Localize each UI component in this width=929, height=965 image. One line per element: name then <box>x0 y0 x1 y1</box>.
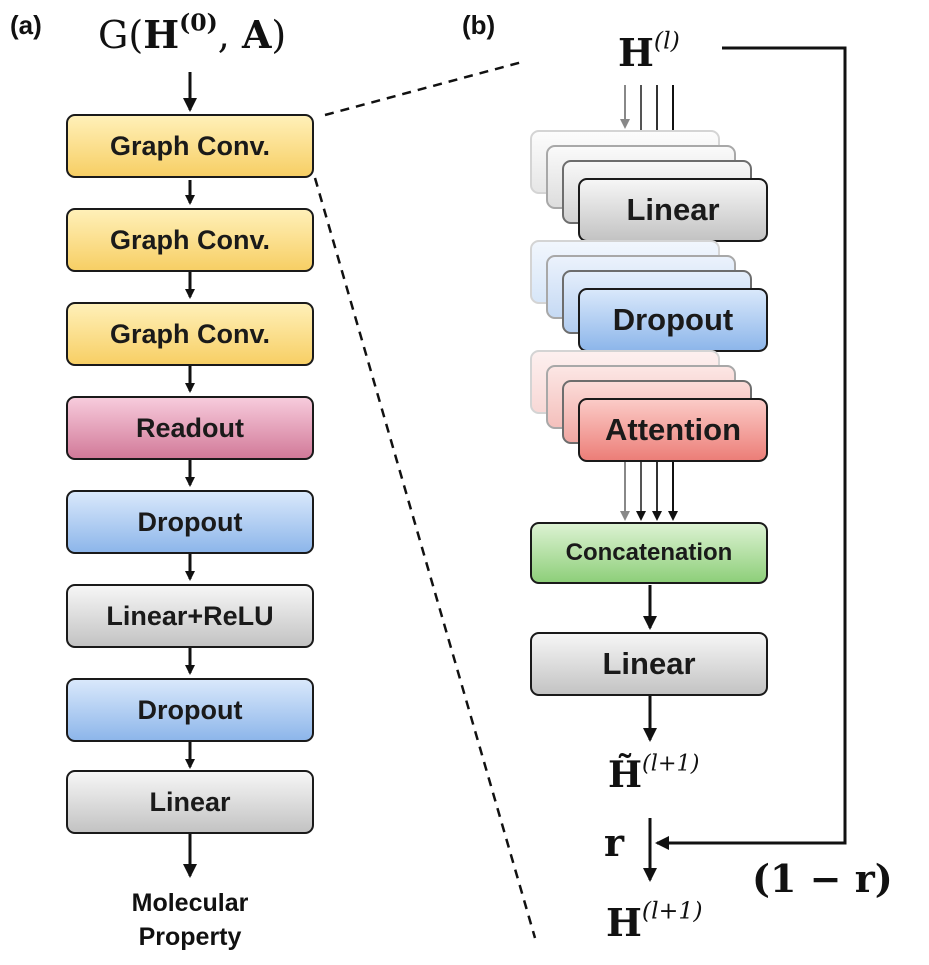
graph-conv-block-2: Graph Conv. <box>66 208 314 272</box>
attention-dropout-block: Dropout <box>578 288 768 352</box>
panel-b-label: (b) <box>462 10 496 40</box>
intermediate-features-h: H̃ <box>608 754 643 796</box>
residual-connection <box>655 46 847 850</box>
panel-a-label: (a) <box>10 10 42 40</box>
dropout-block-1: Dropout <box>66 490 314 554</box>
formula-separator: , <box>217 13 242 57</box>
graph-conv-block-3: Graph Conv. <box>66 302 314 366</box>
layer-output-h: H <box>606 900 642 945</box>
panel-a-input-formula: G(H(0), A) <box>98 11 287 57</box>
attention-linear-block: Linear <box>578 178 768 242</box>
intermediate-features-superscript: (l+1) <box>642 750 700 777</box>
linear-relu-block: Linear+ReLU <box>66 584 314 648</box>
layer-input-h: H <box>618 30 654 75</box>
zoom-dashed-lines <box>313 60 537 939</box>
layer-output-superscript: (l+1) <box>641 896 703 925</box>
output-label: Molecular Property <box>70 886 310 954</box>
node-features-superscript: (0) <box>179 8 218 37</box>
intermediate-features: H̃(l+1) <box>608 752 699 796</box>
layer-input-formula: H(l) <box>618 29 680 75</box>
output-label-line-2: Property <box>138 923 242 951</box>
adjacency-a: A <box>241 12 272 57</box>
node-features-h: H <box>143 12 180 57</box>
dropout-block-2: Dropout <box>66 678 314 742</box>
graph-conv-block-1: Graph Conv. <box>66 114 314 178</box>
layer-output-formula: H(l+1) <box>606 899 703 945</box>
concatenation-block: Concatenation <box>530 522 768 584</box>
gate-r-label: r <box>604 820 625 865</box>
readout-block: Readout <box>66 396 314 460</box>
gate-complement-label: (1 − r) <box>752 856 893 901</box>
graph-function: G( <box>98 13 144 57</box>
output-linear-block: Linear <box>530 632 768 696</box>
layer-input-superscript: (l) <box>653 26 680 55</box>
merge-arrows <box>620 462 678 521</box>
linear-block: Linear <box>66 770 314 834</box>
formula-close: ) <box>271 13 287 57</box>
attention-block: Attention <box>578 398 768 462</box>
output-label-line-1: Molecular <box>131 889 249 917</box>
